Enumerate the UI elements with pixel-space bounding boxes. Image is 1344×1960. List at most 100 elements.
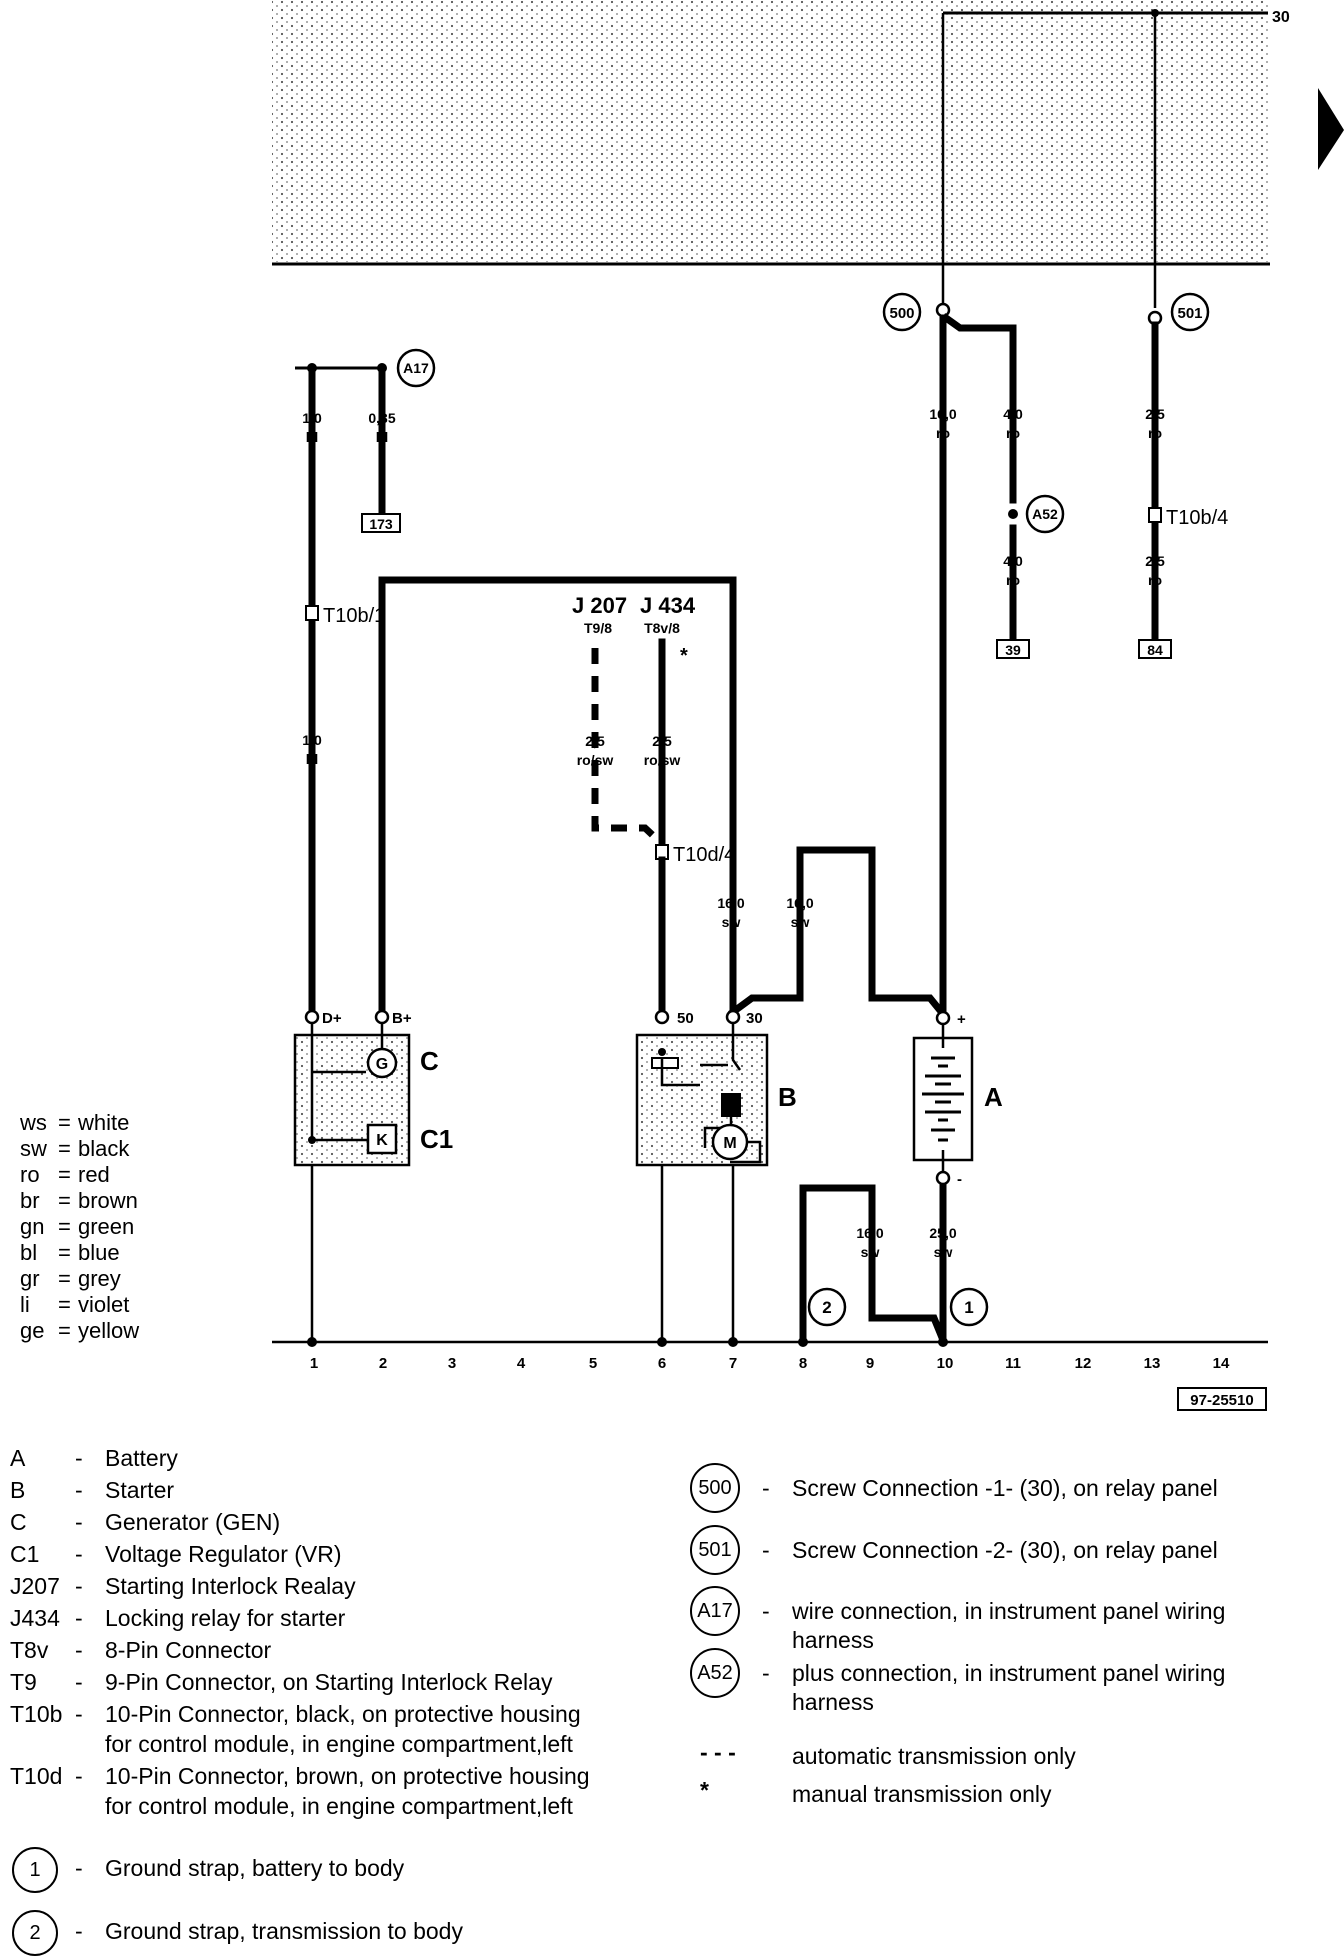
wire-gauge-500b: 4,0ro	[1003, 406, 1023, 441]
svg-text:12: 12	[1075, 1355, 1092, 1372]
color-name: white	[78, 1110, 130, 1135]
color-code: bl	[20, 1240, 38, 1265]
color-code: ro	[20, 1162, 40, 1187]
key-dash: -	[75, 1445, 83, 1471]
svg-text:25,0: 25,0	[929, 1225, 956, 1241]
connection-symbol-icon: A17	[690, 1586, 740, 1636]
key-desc: Screw Connection -2- (30), on relay pane…	[792, 1537, 1218, 1563]
svg-text:sw: sw	[791, 914, 810, 930]
color-name: green	[78, 1214, 135, 1239]
svg-text:bl: bl	[306, 751, 318, 767]
terminal-dplus: D+	[322, 1010, 342, 1027]
color-legend-row: ge=yellow	[20, 1318, 139, 1344]
color-eq: =	[58, 1266, 71, 1291]
ground-strap-icon: 2	[12, 1910, 58, 1956]
svg-text:2: 2	[822, 1298, 831, 1317]
wire-gauge-501a: 2,5 ro	[1145, 406, 1165, 441]
key-code: T8v	[10, 1637, 49, 1663]
key-desc-cont: harness	[792, 1627, 874, 1653]
color-legend-row: li=violet	[20, 1292, 139, 1318]
connector-t10d4: T10d/4	[655, 844, 735, 866]
key-dash: -	[762, 1475, 770, 1501]
connection-symbol-icon: 500	[690, 1463, 740, 1513]
svg-text:ro: ro	[1006, 425, 1020, 441]
figure-id: 97-25510	[1177, 1387, 1267, 1411]
color-legend-row: gn=green	[20, 1214, 139, 1240]
motor-symbol: M	[723, 1135, 736, 1152]
svg-text:2,5: 2,5	[1145, 406, 1165, 422]
color-legend-row: br=brown	[20, 1188, 139, 1214]
svg-text:ro: ro	[1148, 425, 1162, 441]
next-page-arrow[interactable]	[1318, 88, 1344, 170]
key-code: J434	[10, 1605, 60, 1631]
j434-pin: T8v/8	[644, 620, 680, 636]
svg-text:7: 7	[729, 1355, 737, 1372]
svg-text:4: 4	[517, 1355, 526, 1372]
ground-node-2: 2	[807, 1287, 847, 1327]
key-desc: wire connection, in instrument panel wir…	[792, 1598, 1226, 1624]
svg-text:ro/sw: ro/sw	[577, 752, 614, 768]
connection-symbol-icon: 501	[690, 1525, 740, 1575]
key-desc: 9-Pin Connector, on Starting Interlock R…	[105, 1669, 553, 1695]
wire-gauge-j207: 2,5 ro/sw	[577, 733, 614, 768]
color-name: blue	[78, 1240, 120, 1265]
key-code: C1	[10, 1541, 40, 1567]
key-desc: Generator (GEN)	[105, 1509, 281, 1535]
key-desc: Voltage Regulator (VR)	[105, 1541, 342, 1567]
svg-text:2,5: 2,5	[652, 733, 672, 749]
wire-gauge-starter30b: 16,0sw	[786, 895, 813, 930]
note-desc: automatic transmission only	[792, 1743, 1076, 1769]
svg-text:2,5: 2,5	[585, 733, 605, 749]
key-dash: -	[75, 1669, 83, 1695]
terminal-30: 30	[746, 1010, 763, 1027]
key-code: A	[10, 1445, 26, 1471]
color-eq: =	[58, 1162, 71, 1187]
svg-text:97-25510: 97-25510	[1190, 1392, 1253, 1409]
key-code: T10b	[10, 1701, 63, 1727]
note-desc: manual transmission only	[792, 1781, 1052, 1807]
manual-trans-mark: *	[680, 645, 688, 667]
svg-text:0,35: 0,35	[368, 410, 395, 426]
key-desc: Ground strap, battery to body	[105, 1855, 405, 1881]
relay-panel	[272, 0, 1268, 262]
svg-text:11: 11	[1005, 1355, 1021, 1372]
svg-text:501: 501	[1177, 305, 1202, 322]
note-symbol: *	[700, 1777, 709, 1803]
generator-component: G K	[293, 1023, 411, 1167]
color-legend-row: ws=white	[20, 1110, 139, 1136]
key-code: J207	[10, 1573, 60, 1599]
svg-text:1,0: 1,0	[302, 410, 322, 426]
supply-30-label: 30	[1272, 9, 1290, 26]
color-eq: =	[58, 1136, 71, 1161]
svg-text:sw: sw	[722, 914, 741, 930]
color-eq: =	[58, 1240, 71, 1265]
svg-text:sw: sw	[934, 1244, 953, 1260]
key-desc: Locking relay for starter	[105, 1605, 346, 1631]
svg-text:4,0: 4,0	[1003, 553, 1023, 569]
column-numbers: 1 2 3 4 5 6 7 8 9 10 11 12 13 14	[310, 1355, 1230, 1372]
svg-text:8: 8	[799, 1355, 807, 1372]
color-legend-row: bl = blue	[20, 1240, 139, 1266]
svg-text:ro: ro	[936, 425, 950, 441]
svg-text:173: 173	[369, 516, 393, 532]
key-desc: 10-Pin Connector, black, on protective h…	[105, 1701, 581, 1727]
label-regulator: C1	[420, 1124, 453, 1154]
j207-label: J 207	[572, 593, 627, 618]
terminal-50: 50	[677, 1010, 694, 1027]
svg-text:10: 10	[937, 1355, 954, 1372]
svg-text:sw: sw	[861, 1244, 880, 1260]
connector-t10b4: T10b/4	[1148, 507, 1228, 529]
color-code: br	[20, 1188, 40, 1213]
key-desc-cont: harness	[792, 1689, 874, 1715]
key-dash: -	[762, 1537, 770, 1563]
svg-text:9: 9	[866, 1355, 874, 1372]
j434-label: J 434	[640, 593, 696, 618]
key-desc: Screw Connection -1- (30), on relay pane…	[792, 1475, 1218, 1501]
svg-text:ro: ro	[1006, 572, 1020, 588]
terminal-minus: -	[957, 1171, 962, 1188]
ref-173-box: 173	[361, 513, 401, 533]
key-dash: -	[75, 1509, 83, 1535]
battery-component	[912, 1024, 974, 1172]
